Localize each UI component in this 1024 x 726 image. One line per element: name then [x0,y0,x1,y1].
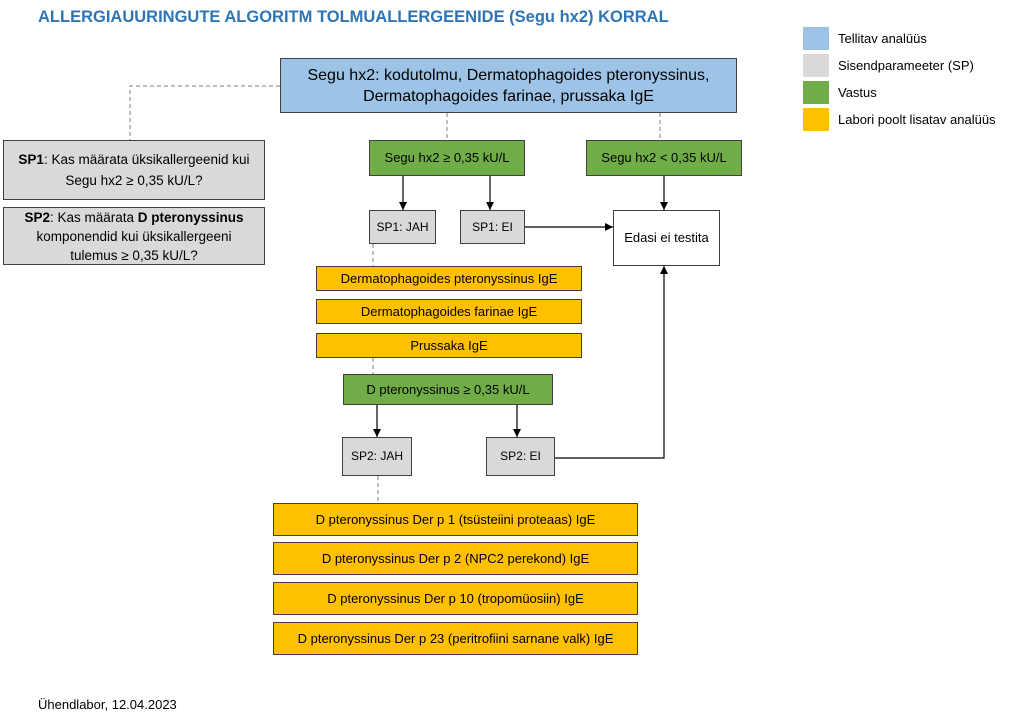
legend-swatch-ordered-analysis [803,27,829,50]
legend: Tellitav analüüs Sisendparameeter (SP) V… [803,27,1013,131]
legend-label-lab-added-analysis: Labori poolt lisatav analüüs [838,112,996,127]
sp2-question-text: : Kas määrata [49,209,138,225]
component-box: D pteronyssinus Der p 10 (tropomüosiin) … [273,582,638,615]
ordered-test-box: Segu hx2: kodutolmu, Dermatophagoides pt… [280,58,737,113]
footer-credit: Ühendlabor, 12.04.2023 [38,697,177,712]
sp1-question-line-2: Segu hx2 ≥ 0,35 kU/L? [65,173,203,188]
component-box: D pteronyssinus Der p 23 (peritrofiini s… [273,622,638,655]
legend-label-result: Vastus [838,85,877,100]
sp2-question-allergen: D pteronyssinus [137,209,244,225]
sp2-label: SP2 [24,209,50,225]
sp2-question-line-2: komponendid kui üksikallergeeni [36,228,232,244]
result-mix-positive-box: Segu hx2 ≥ 0,35 kU/L [369,140,525,176]
sp1-label: SP1 [18,152,44,167]
legend-item-result: Vastus [803,81,877,104]
legend-item-lab-added-analysis: Labori poolt lisatav analüüs [803,108,996,131]
legend-label-ordered-analysis: Tellitav analüüs [838,31,927,46]
result-mix-negative-box: Segu hx2 < 0,35 kU/L [586,140,742,176]
end-node-no-further-testing: Edasi ei testita [613,210,720,266]
arrow-sp2-no-to-end [555,266,668,459]
decision-sp1-yes: SP1: JAH [369,210,436,244]
single-allergen-box: Dermatophagoides farinae IgE [316,299,582,324]
sp2-question-box: SP2: Kas määrata D pteronyssinus kompone… [3,207,265,265]
sp2-question-line-3: tulemus ≥ 0,35 kU/L? [70,247,198,263]
sp2-question-line-1: SP2: Kas määrata D pteronyssinus [24,208,243,227]
sp1-question-text: : Kas määrata üksikallergeenid kui [43,152,250,167]
sp1-question-box: SP1: Kas määrata üksikallergeenid kui Se… [3,140,265,200]
single-allergen-box: Prussaka IgE [316,333,582,358]
page-title: ALLERGIAUURINGUTE ALGORITM TOLMUALLERGEE… [38,8,669,26]
single-allergen-box: Dermatophagoides pteronyssinus IgE [316,266,582,291]
component-box: D pteronyssinus Der p 1 (tsüsteiini prot… [273,503,638,536]
legend-item-ordered-analysis: Tellitav analüüs [803,27,927,50]
sp1-question-line-1: SP1: Kas määrata üksikallergeenid kui [18,149,249,170]
ordered-test-line-1: Segu hx2: kodutolmu, Dermatophagoides pt… [307,66,710,84]
decision-sp2-yes: SP2: JAH [342,437,412,476]
ordered-test-line-2: Dermatophagoides farinae, prussaka IgE [363,87,654,105]
result-dpt-positive-box: D pteronyssinus ≥ 0,35 kU/L [343,374,553,405]
legend-swatch-lab-added-analysis [803,108,829,131]
legend-label-input-parameter: Sisendparameeter (SP) [838,58,974,73]
dashed-connector-top-to-sp-legend [129,85,280,140]
legend-swatch-input-parameter [803,54,829,77]
legend-item-input-parameter: Sisendparameeter (SP) [803,54,974,77]
decision-sp2-no: SP2: EI [486,437,555,476]
component-box: D pteronyssinus Der p 2 (NPC2 perekond) … [273,542,638,575]
decision-sp1-no: SP1: EI [460,210,525,244]
legend-swatch-result [803,81,829,104]
